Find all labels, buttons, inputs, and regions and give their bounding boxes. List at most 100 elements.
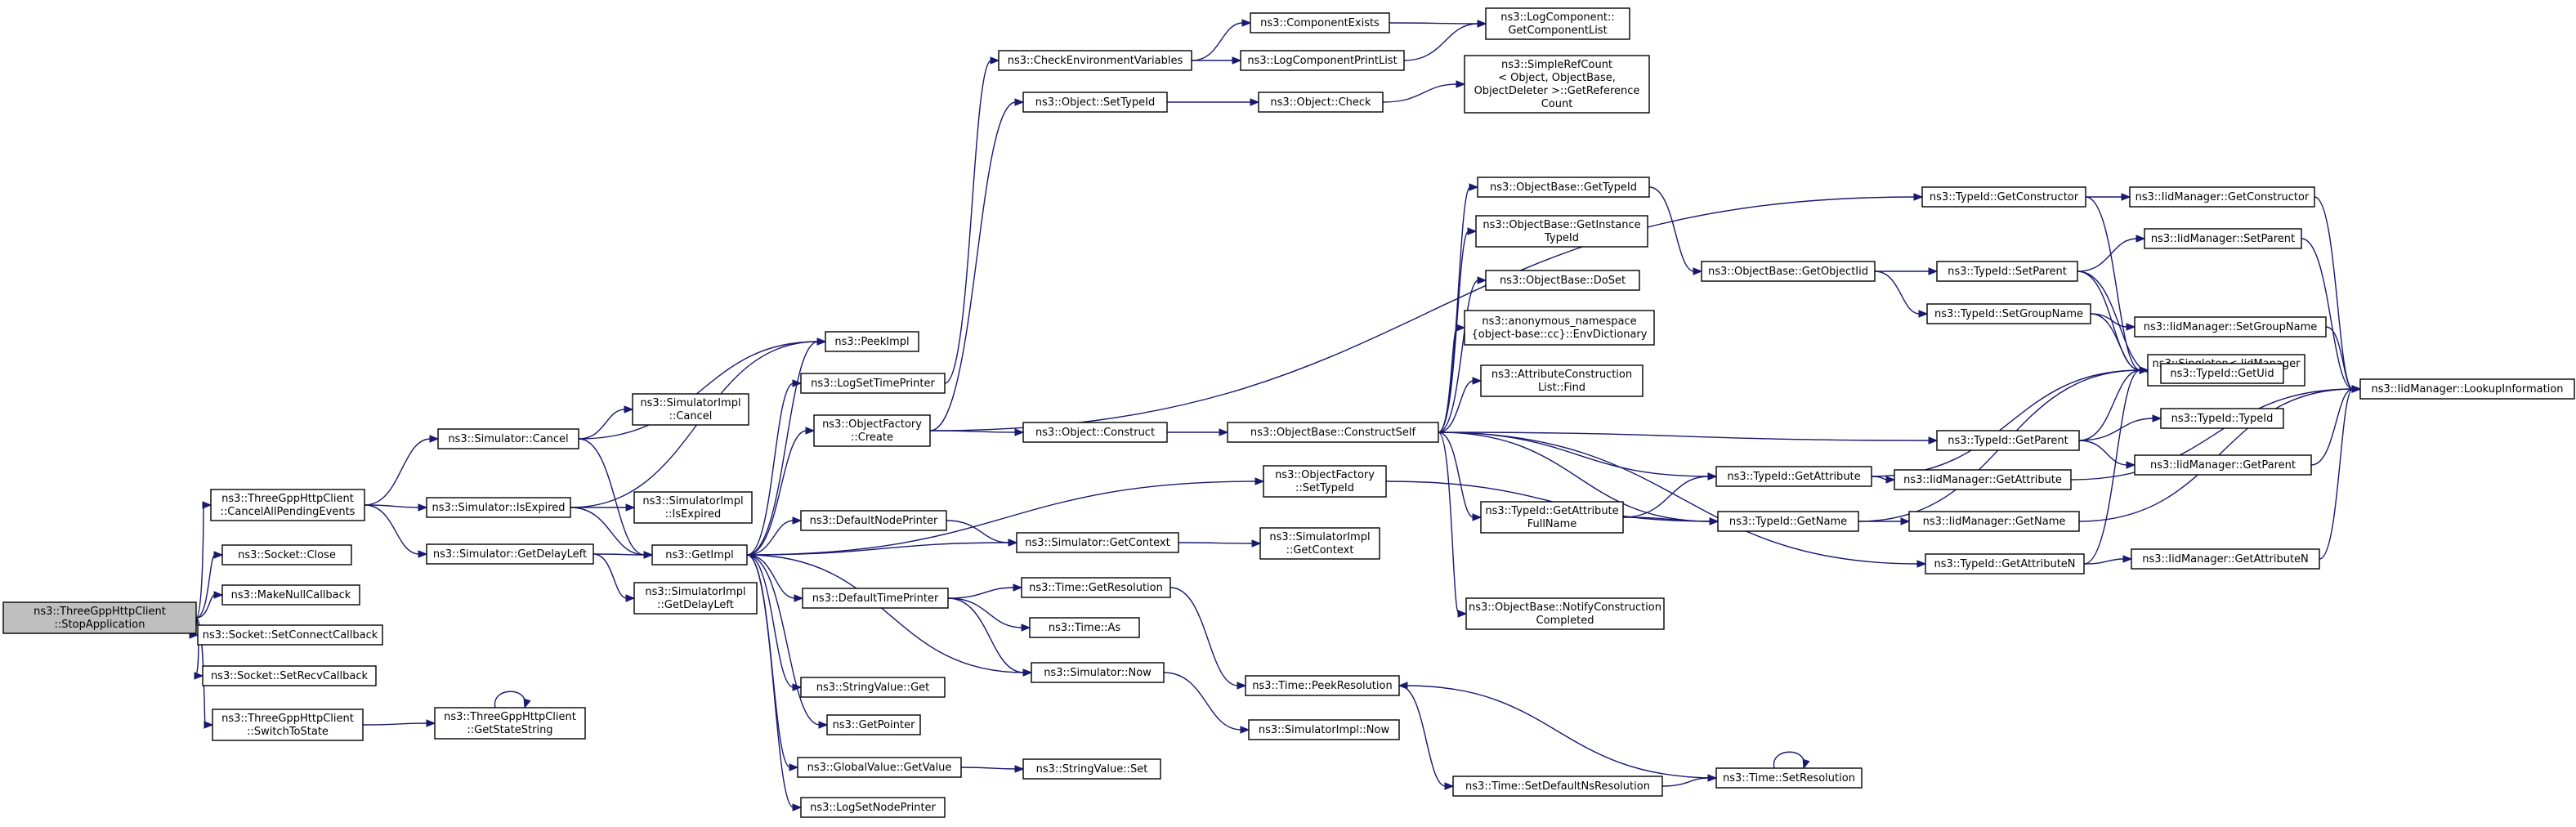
node-iidsetparent[interactable]: ns3::IidManager::SetParent xyxy=(2144,228,2302,249)
edge-line xyxy=(1438,431,1711,522)
node-gvget[interactable]: ns3::GlobalValue::GetValue xyxy=(797,757,962,778)
edge-n_deftime-to-n_simnow xyxy=(947,597,1033,677)
node-getstate[interactable]: ns3::ThreeGppHttpClient::GetStateString xyxy=(434,707,586,740)
node-iidgetattr[interactable]: ns3::IidManager::GetAttribute xyxy=(1894,469,2072,490)
node-tgetuid[interactable]: ns3::TypeId::GetUid xyxy=(2160,363,2284,384)
edge-line xyxy=(1438,431,1474,518)
node-logtime[interactable]: ns3::LogSetTimePrinter xyxy=(800,373,946,394)
node-label-line: ::GetContext xyxy=(1286,544,1354,557)
node-label-line: ns3::ObjectBase::ConstructSelf xyxy=(1250,427,1416,439)
node-label-line: ns3::Socket::Close xyxy=(238,549,336,561)
node-compexists[interactable]: ns3::ComponentExists xyxy=(1250,12,1390,34)
node-obgetoid[interactable]: ns3::ObjectBase::GetObjectIid xyxy=(1701,261,1876,282)
node-tsetgroup[interactable]: ns3::TypeId::SetGroupName xyxy=(1926,303,2091,324)
node-box xyxy=(1465,597,1665,630)
node-svget[interactable]: ns3::StringValue::Get xyxy=(800,677,946,698)
node-timesetres[interactable]: ns3::Time::SetResolution xyxy=(1715,767,1863,789)
node-objcheck[interactable]: ns3::Object::Check xyxy=(1258,92,1384,113)
node-setrecv[interactable]: ns3::Socket::SetRecvCallback xyxy=(202,665,377,686)
node-getptr[interactable]: ns3::GetPointer xyxy=(826,714,921,735)
node-timegetres[interactable]: ns3::Time::GetResolution xyxy=(1021,577,1171,598)
node-simcancel[interactable]: ns3::Simulator::Cancel xyxy=(437,428,579,449)
node-nullcb[interactable]: ns3::MakeNullCallback xyxy=(221,584,360,606)
node-tgetattr[interactable]: ns3::TypeId::GetAttribute xyxy=(1715,466,1872,487)
node-label-line: ns3::PeekImpl xyxy=(834,336,909,348)
node-simgetctx[interactable]: ns3::Simulator::GetContext xyxy=(1016,532,1179,553)
node-getimpl[interactable]: ns3::GetImpl xyxy=(651,544,748,565)
node-stop[interactable]: ns3::ThreeGppHttpClient::StopApplication xyxy=(2,601,197,634)
node-tsetparent[interactable]: ns3::TypeId::SetParent xyxy=(1936,261,2078,282)
edge-n_getimpl-to-n_simgetctx xyxy=(746,539,1018,556)
node-obgettid[interactable]: ns3::ObjectBase::GetTypeId xyxy=(1477,177,1650,198)
edge-line xyxy=(746,520,794,556)
node-setconn[interactable]: ns3::Socket::SetConnectCallback xyxy=(197,624,383,646)
node-label-line: ns3::ObjectBase::GetObjectIid xyxy=(1708,266,1868,278)
node-checkenv[interactable]: ns3::CheckEnvironmentVariables xyxy=(998,50,1192,71)
node-ttypeid[interactable]: ns3::TypeId::TypeId xyxy=(2160,408,2284,429)
node-label-line: TypeId xyxy=(1544,232,1579,244)
node-timeas[interactable]: ns3::Time::As xyxy=(1029,617,1140,638)
node-switch[interactable]: ns3::ThreeGppHttpClient::SwitchToState xyxy=(212,709,364,741)
node-envdict[interactable]: ns3::anonymous_namespace{object-base::cc… xyxy=(1464,310,1655,346)
edge-n_constructself-to-n_notifyconst xyxy=(1438,431,1468,618)
node-cancelall[interactable]: ns3::ThreeGppHttpClient::CancelAllPendin… xyxy=(210,489,365,521)
node-setdefns[interactable]: ns3::Time::SetDefaultNsResolution xyxy=(1452,776,1663,797)
node-label-line: ns3::Socket::SetConnectCallback xyxy=(203,629,378,641)
node-box xyxy=(434,707,586,740)
node-svset[interactable]: ns3::StringValue::Set xyxy=(1022,758,1161,780)
edge-n_tgetattr-to-n_singleton xyxy=(1871,366,2149,477)
node-timepeek[interactable]: ns3::Time::PeekResolution xyxy=(1245,675,1400,696)
node-label-line: ns3::AttributeConstruction xyxy=(1491,369,1632,381)
node-ofsettypeid[interactable]: ns3::ObjectFactory::SetTypeId xyxy=(1263,465,1387,498)
node-sockclose[interactable]: ns3::Socket::Close xyxy=(221,544,352,565)
node-obdoset[interactable]: ns3::ObjectBase::DoSet xyxy=(1485,270,1640,291)
node-tgetparent[interactable]: ns3::TypeId::GetParent xyxy=(1936,430,2080,451)
node-iidgetctor[interactable]: ns3::IidManager::GetConstructor xyxy=(2129,186,2315,208)
node-box xyxy=(1921,186,2086,208)
node-simnow[interactable]: ns3::Simulator::Now xyxy=(1031,662,1165,683)
edge-line xyxy=(746,554,794,808)
node-impldelay[interactable]: ns3::SimulatorImpl::GetDelayLeft xyxy=(633,582,758,615)
node-implnow[interactable]: ns3::SimulatorImpl::Now xyxy=(1248,719,1400,740)
node-getcomplist[interactable]: ns3::LogComponent::GetComponentList xyxy=(1485,7,1630,40)
node-iidsetgroup[interactable]: ns3::IidManager::SetGroupName xyxy=(2134,316,2327,338)
node-constructself[interactable]: ns3::ObjectBase::ConstructSelf xyxy=(1227,422,1439,443)
edge-n_iidgetparent-to-n_lookup xyxy=(2310,385,2362,466)
node-label-line: ns3::TypeId::GetAttribute xyxy=(1727,471,1860,483)
node-lookup[interactable]: ns3::IidManager::LookupInformation xyxy=(2359,378,2575,400)
node-implisexp[interactable]: ns3::SimulatorImpl::IsExpired xyxy=(633,491,753,524)
node-iidgetname[interactable]: ns3::IidManager::GetName xyxy=(1908,511,2080,532)
node-simplerefcount[interactable]: ns3::SimpleRefCount< Object, ObjectBase,… xyxy=(1464,55,1650,114)
node-isexpired[interactable]: ns3::Simulator::IsExpired xyxy=(426,497,571,518)
edge-line xyxy=(1648,186,1695,272)
node-tgetctor[interactable]: ns3::TypeId::GetConstructor xyxy=(1921,186,2086,208)
edge-arrowhead xyxy=(1014,98,1025,106)
node-label-line: ::StopApplication xyxy=(55,619,145,631)
node-ofcreate[interactable]: ns3::ObjectFactory::Create xyxy=(813,414,931,447)
node-getdelay[interactable]: ns3::Simulator::GetDelayLeft xyxy=(426,543,594,565)
node-iidgetparent[interactable]: ns3::IidManager::GetParent xyxy=(2134,454,2312,476)
edge-line xyxy=(746,341,819,556)
node-label-line: ns3::Socket::SetRecvCallback xyxy=(211,670,369,682)
node-deftime[interactable]: ns3::DefaultTimePrinter xyxy=(802,588,949,609)
node-lognode[interactable]: ns3::LogSetNodePrinter xyxy=(800,797,946,818)
node-settypeid[interactable]: ns3::Object::SetTypeId xyxy=(1022,92,1168,113)
node-label-line: ns3::SimulatorImpl xyxy=(645,586,745,598)
node-implgetctx[interactable]: ns3::SimulatorImpl::GetContext xyxy=(1259,527,1380,560)
node-tgetattrn[interactable]: ns3::TypeId::GetAttributeN xyxy=(1925,553,2085,574)
node-logcompprint[interactable]: ns3::LogComponentPrintList xyxy=(1240,50,1405,71)
node-peekimpl[interactable]: ns3::PeekImpl xyxy=(825,331,919,352)
node-notifyconst[interactable]: ns3::ObjectBase::NotifyConstructionCompl… xyxy=(1465,597,1665,630)
edge-arrowhead xyxy=(1916,560,1927,568)
node-label-line: ns3::DefaultTimePrinter xyxy=(812,592,939,605)
node-implcancel[interactable]: ns3::SimulatorImpl::Cancel xyxy=(632,393,749,426)
node-defnode[interactable]: ns3::DefaultNodePrinter xyxy=(800,510,947,531)
node-objconstruct[interactable]: ns3::Object::Construct xyxy=(1022,422,1168,443)
edge-n_getimpl-to-n_getptr xyxy=(746,554,829,729)
node-tgetname[interactable]: ns3::TypeId::GetName xyxy=(1717,511,1859,532)
node-iidgetattrn[interactable]: ns3::IidManager::GetAttributeN xyxy=(2131,548,2320,570)
edge-arrowhead xyxy=(1013,583,1023,592)
